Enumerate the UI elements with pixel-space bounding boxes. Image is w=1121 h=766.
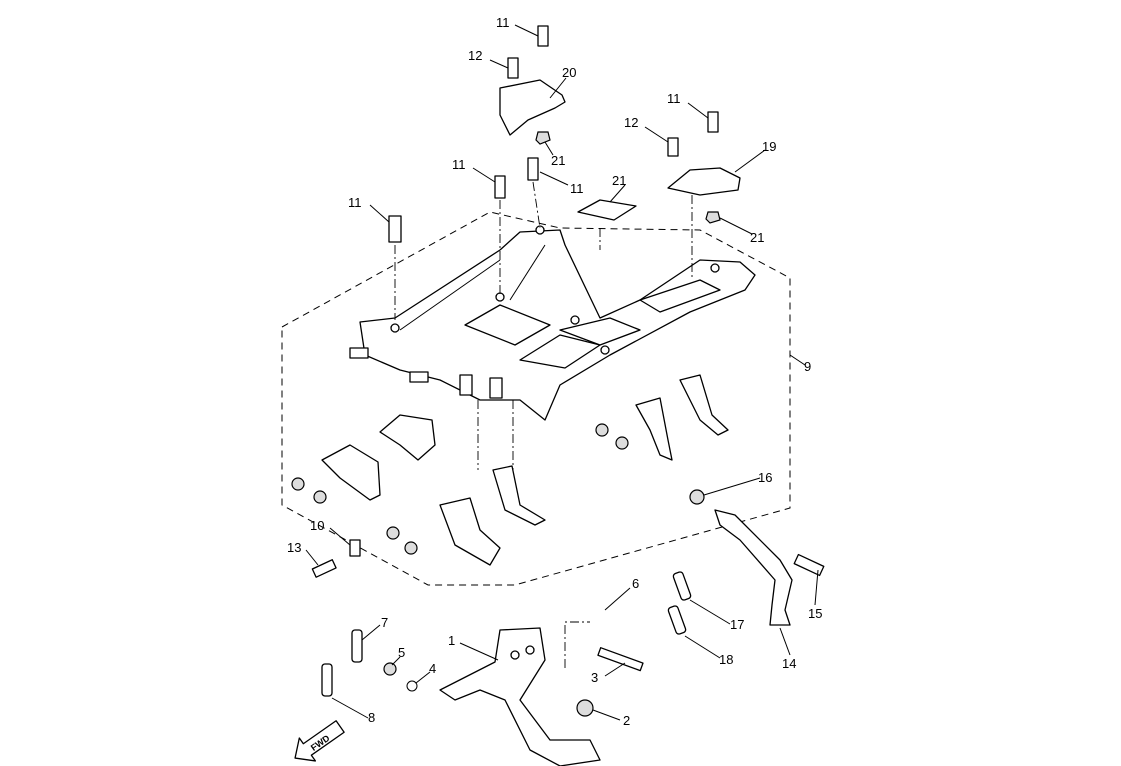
callout-14: 14	[782, 656, 796, 671]
callout-21: 21	[750, 230, 764, 245]
side-stand-part-14	[689, 489, 825, 626]
nut-21b	[705, 211, 721, 224]
callout-21: 21	[551, 153, 565, 168]
collar-2	[576, 699, 594, 717]
callout-12: 12	[468, 48, 482, 63]
bolt-13	[311, 559, 337, 578]
callout-8: 8	[368, 710, 375, 725]
cover-part-20	[499, 79, 566, 136]
callout-18: 18	[719, 652, 733, 667]
callout-20: 20	[562, 65, 576, 80]
callout-11: 11	[570, 181, 584, 196]
callout-21: 21	[612, 173, 626, 188]
callout-12: 12	[624, 115, 638, 130]
nut-21	[535, 131, 551, 145]
callout-2: 2	[623, 713, 630, 728]
callout-5: 5	[398, 645, 405, 660]
callout-11: 11	[496, 15, 510, 30]
washer-5	[383, 662, 397, 676]
callout-4: 4	[429, 661, 436, 676]
callout-6: 6	[632, 576, 639, 591]
callout-10: 10	[310, 518, 324, 533]
callout-11: 11	[667, 91, 681, 106]
clip-10	[349, 539, 361, 557]
callout-16: 16	[758, 470, 772, 485]
callout-9: 9	[804, 359, 811, 374]
springs	[321, 571, 692, 697]
callout-11: 11	[452, 157, 466, 172]
bolts	[388, 25, 719, 470]
callout-3: 3	[591, 670, 598, 685]
mount-brackets	[291, 374, 729, 566]
cover-part-19	[667, 167, 741, 196]
callout-19: 19	[762, 139, 776, 154]
callout-7: 7	[381, 615, 388, 630]
callouts: 11 12 20 21 11 12 19 21 21 11 11 11 9 10…	[287, 15, 822, 728]
fwd-arrow-icon: FWD	[294, 720, 345, 762]
callout-13: 13	[287, 540, 301, 555]
pin-3	[597, 647, 644, 672]
ring-4	[406, 680, 418, 692]
callout-11: 11	[348, 195, 362, 210]
callout-17: 17	[730, 617, 744, 632]
main-stand-part-1	[439, 627, 601, 766]
callout-1: 1	[448, 633, 455, 648]
pad-part-21	[577, 199, 637, 221]
leader-lines	[305, 24, 819, 721]
callout-15: 15	[808, 606, 822, 621]
frame-part-9	[349, 225, 756, 421]
